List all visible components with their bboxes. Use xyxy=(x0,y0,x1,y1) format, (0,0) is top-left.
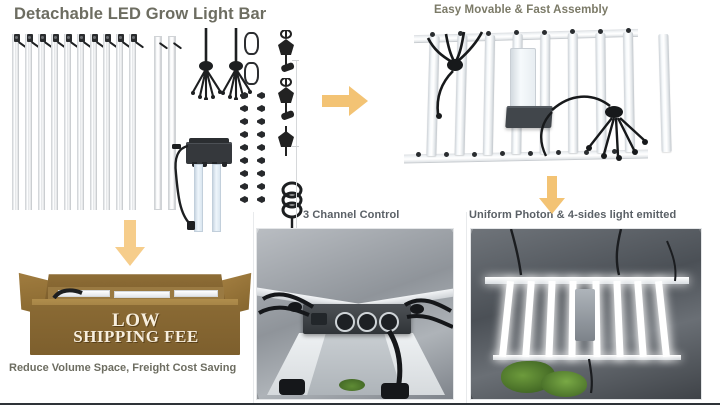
frame-rail xyxy=(168,36,176,210)
bar-connector-cap xyxy=(78,34,85,42)
wire-splitter-harness xyxy=(191,28,222,100)
panel-divider xyxy=(466,212,467,404)
arrow-down-icon xyxy=(539,176,565,214)
caption-reduce-volume-space: Reduce Volume Space, Freight Cost Saving xyxy=(9,362,237,374)
bar-connector-cap xyxy=(39,34,46,42)
led-bar xyxy=(12,34,28,210)
bar-connector-cap xyxy=(130,34,137,42)
grow-tent-photo xyxy=(470,228,702,400)
cable-clip-icon xyxy=(257,157,265,164)
parts-kit-illustration xyxy=(8,26,308,235)
led-bar xyxy=(25,34,41,210)
wiring-harness-left xyxy=(426,31,484,119)
cable-clip-icon xyxy=(257,183,265,190)
driver-power-cable xyxy=(172,144,195,230)
cable-clip-icon xyxy=(257,118,265,125)
three-channel-controller xyxy=(303,304,411,334)
cable-clip-icon xyxy=(257,170,265,177)
cable-clip-icon xyxy=(257,131,265,138)
controller-cabling xyxy=(258,292,453,399)
rope-ratchet-hanger xyxy=(278,78,295,120)
bar-connector-cap xyxy=(52,34,59,42)
led-bar xyxy=(64,34,80,210)
heading-3-channel-control: 3 Channel Control xyxy=(303,209,400,221)
bottom-rule xyxy=(0,403,720,405)
fixture-bottom-rail xyxy=(493,355,681,360)
bar-connector-cap xyxy=(104,34,111,42)
cable-clip-icon xyxy=(240,105,248,112)
led-bar xyxy=(90,34,106,210)
cable-clip-icon xyxy=(257,144,265,151)
box-label-low: LOW xyxy=(112,310,160,331)
bar-connector-cap xyxy=(91,34,98,42)
rope-ratchet-hanger xyxy=(278,30,295,72)
cable-clip-icon xyxy=(240,157,248,164)
led-bar xyxy=(212,164,221,232)
cable-clip-icon xyxy=(240,92,248,99)
led-bar xyxy=(38,34,54,210)
led-bar xyxy=(129,34,145,210)
heading-easy-movable-fast-assembly: Easy Movable & Fast Assembly xyxy=(434,4,609,16)
cable-clip-icon xyxy=(257,196,265,203)
assembled-fixture-photo xyxy=(398,22,694,174)
cable-clip-icon xyxy=(240,131,248,138)
frame-rail xyxy=(154,36,162,210)
wiring-harness-right xyxy=(540,95,648,161)
cable-clip-icon xyxy=(240,196,248,203)
center-driver xyxy=(575,289,595,341)
carabiner-icon xyxy=(244,32,259,55)
tent-hanging-wires xyxy=(509,229,677,394)
cable-clip-icon xyxy=(257,105,265,112)
center-led-bar xyxy=(510,48,536,110)
carabiner-icon xyxy=(244,62,259,85)
fixture-top-rail xyxy=(485,277,689,284)
power-cord-coil xyxy=(281,181,303,235)
rope-ratchet-hanger xyxy=(278,126,294,156)
bar-connector-cap xyxy=(65,34,72,42)
cable-clip-icon xyxy=(240,170,248,177)
box-front-panel xyxy=(30,305,240,355)
box-label-shipping-fee: SHIPPING FEE xyxy=(73,327,199,346)
led-bar xyxy=(77,34,93,210)
bar-connector-cap xyxy=(117,34,124,42)
three-channel-control-photo xyxy=(256,228,454,400)
bar-connector-cap xyxy=(13,34,20,42)
arrow-down-icon xyxy=(115,220,145,266)
led-bar xyxy=(51,34,67,210)
heading-uniform-photon: Uniform Photon & 4-sides light emitted xyxy=(469,209,677,221)
packed-cable xyxy=(52,288,83,300)
cable-clip-icon xyxy=(257,92,265,99)
shipping-box-illustration: LOW SHIPPING FEE xyxy=(18,263,252,360)
led-bar xyxy=(194,164,203,232)
cable-clip-icon xyxy=(240,144,248,151)
panel-divider xyxy=(253,212,254,404)
led-bar xyxy=(116,34,132,210)
led-bar xyxy=(103,34,119,210)
cable-clip-icon xyxy=(240,183,248,190)
arrow-right-icon xyxy=(322,86,368,116)
cable-clip-icon xyxy=(240,118,248,125)
plant xyxy=(541,371,587,397)
bar-connector-cap xyxy=(26,34,33,42)
heading-detachable-led-grow-light-bar: Detachable LED Grow Light Bar xyxy=(14,5,267,23)
